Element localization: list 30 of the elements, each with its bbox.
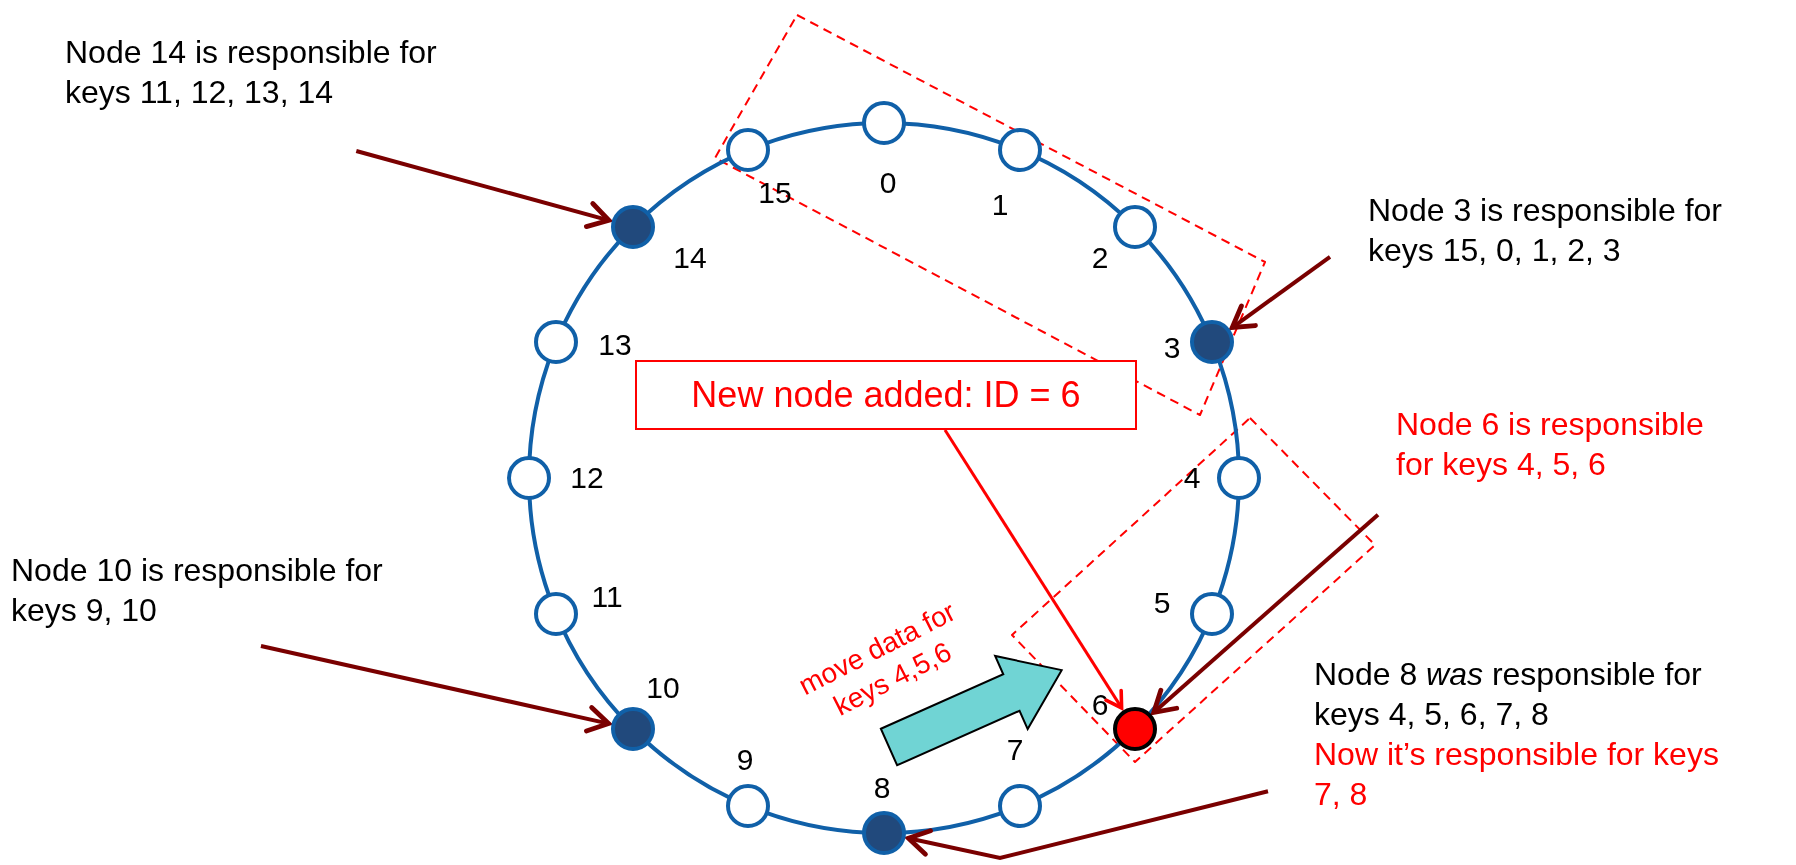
key-number: 15 [758, 178, 792, 208]
annotation-text: Node 8 was responsible for keys 4, 5, 6, 7, 8 [1314, 655, 1703, 734]
annotation-text: New node added: ID = 6 [691, 375, 1081, 415]
key-number: 10 [646, 673, 680, 703]
annotation-text: Node 14 is responsible for keys 11, 12, 13, 14 [65, 33, 438, 112]
key-number: 13 [598, 330, 632, 360]
key-number: 8 [873, 773, 891, 803]
arrow [943, 429, 1124, 710]
key-number: 1 [991, 190, 1009, 220]
key-number: 6 [1091, 690, 1109, 720]
key-number: 7 [1006, 735, 1024, 765]
key-number: 11 [591, 582, 623, 612]
key-number: 14 [673, 243, 707, 273]
key-number: 3 [1163, 333, 1181, 363]
annotation-text: Now it’s responsible for keys 7, 8 [1314, 735, 1720, 814]
arrow [1229, 255, 1332, 330]
key-number: 12 [570, 463, 604, 493]
arrow [355, 149, 612, 230]
key-number: 5 [1153, 588, 1171, 618]
move-data-label: move data for keys 4,5,6 [792, 594, 962, 724]
key-number: 9 [736, 745, 754, 775]
callout-box [635, 360, 1137, 430]
annotation-text: Node 6 is responsible for keys 4, 5, 6 [1396, 405, 1705, 484]
key-number: 4 [1183, 463, 1201, 493]
annotation-text: Node 10 is responsible for keys 9, 10 [11, 551, 384, 630]
key-number: 2 [1091, 243, 1109, 273]
arrow [906, 789, 1269, 861]
annotation-text: Node 3 is responsible for keys 15, 0, 1, 2, 3 [1368, 191, 1723, 270]
key-number: 0 [879, 168, 897, 198]
arrow [260, 644, 611, 734]
